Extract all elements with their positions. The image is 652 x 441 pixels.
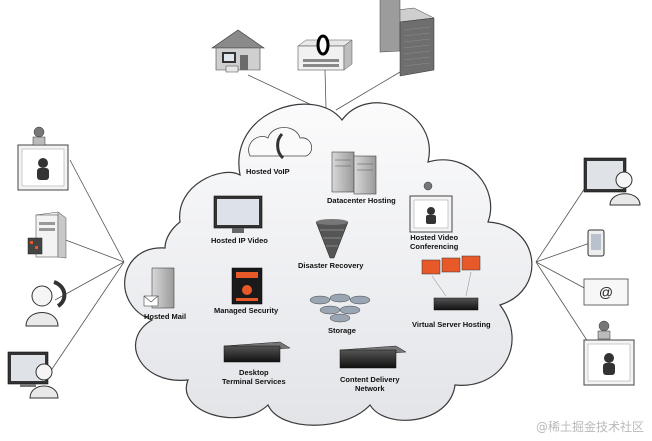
label-managed-security: Managed Security (214, 306, 279, 315)
smartphone-icon (587, 229, 605, 257)
label-virtual-server-hosting: Virtual Server Hosting (412, 320, 491, 329)
virtual-server-racks-icon (421, 255, 481, 311)
terminal-server-icon (223, 341, 291, 363)
tornado-disaster-icon (315, 219, 349, 259)
label-storage: Storage (328, 326, 356, 335)
desktop-user-left-icon (7, 351, 59, 399)
mail-server-icon (143, 267, 175, 309)
house-computer-icon (211, 29, 265, 73)
label-content-delivery-network: Content Delivery Network (340, 375, 400, 393)
video-conference-screen-left-icon (17, 126, 69, 191)
label-hosted-voip: Hosted VoIP (246, 167, 290, 176)
storage-disks-icon (309, 293, 371, 323)
video-conference-screen-right-icon (583, 320, 635, 386)
cdn-server-icon (339, 345, 407, 369)
office-phone-icon (297, 34, 353, 71)
phone-user-left-icon (25, 280, 67, 327)
label-datacenter-hosting: Datacenter Hosting (327, 196, 396, 205)
label-desktop-terminal-services: Desktop Terminal Services (222, 368, 286, 386)
label-hosted-mail: Hosted Mail (144, 312, 187, 321)
datacenter-servers-icon (331, 151, 377, 195)
connector-lines (49, 69, 591, 373)
watermark: @稀土掘金技术社区 (535, 420, 644, 434)
label-hosted-video-conferencing: Hosted Video Conferencing (410, 233, 459, 251)
ip-video-monitor-icon (213, 195, 263, 233)
email-envelope-icon: @ (583, 278, 629, 306)
video-conferencing-screen-icon (409, 181, 453, 233)
label-hosted-ip-video: Hosted IP Video (211, 236, 268, 245)
desktop-user-right-icon (583, 157, 641, 206)
firewall-security-icon (231, 267, 263, 305)
building-tower-icon (379, 0, 435, 77)
server-tower-left-icon (27, 211, 67, 259)
voip-cloud-phone-icon (248, 127, 313, 160)
email-at-glyph: @ (599, 284, 613, 300)
label-disaster-recovery: Disaster Recovery (298, 261, 364, 270)
